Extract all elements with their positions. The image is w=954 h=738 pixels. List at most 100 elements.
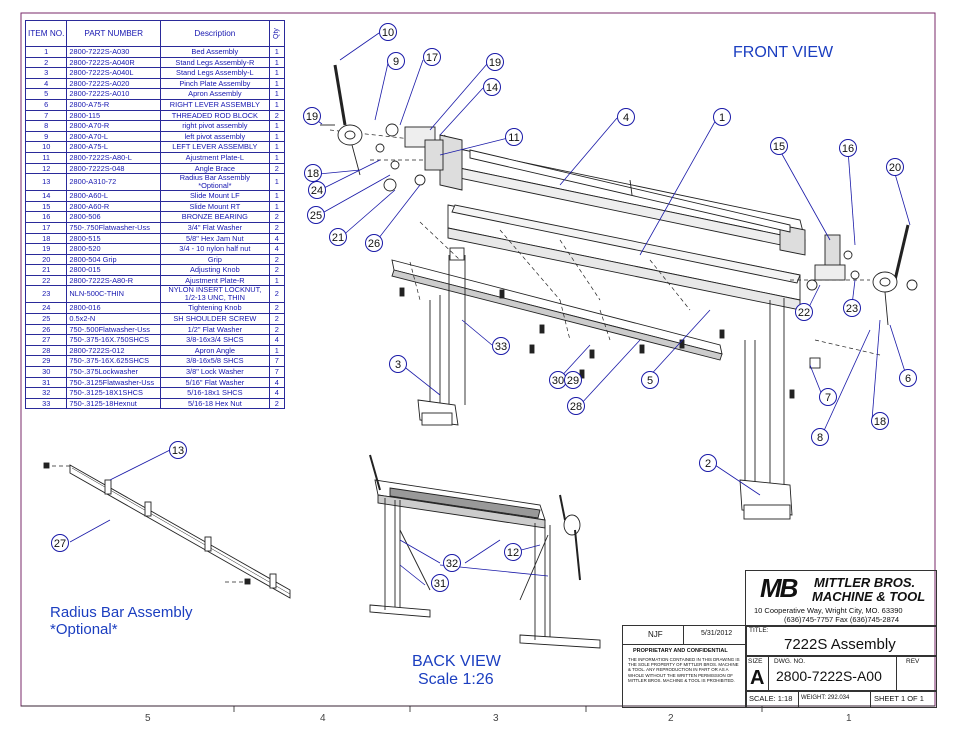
bom-description: 3/4" Flat Washer [160,221,270,234]
balloon-number: 1 [719,112,725,124]
bom-part-number: 2800-520 [66,243,161,255]
bom-description: 5/16-18x1 SHCS [160,387,270,399]
bom-part-number: 2800-A75-R [66,98,161,111]
item-balloon: 28 [567,397,585,415]
bom-qty: 2 [268,302,286,315]
bom-part-number: 2800-015 [66,264,161,276]
bom-item-no: 12 [24,162,68,175]
balloon-number: 10 [382,27,394,39]
bom-description: Stand Legs Assembly-R [160,56,270,69]
bom-part-number: NLN-500C-THIN [66,285,161,304]
bom-part-number: 750-.375-16X.625SHCS [66,355,161,368]
title-box: TITLE: 7222S Assembly [745,625,937,657]
bom-description: Ajustment Plate-L [160,151,270,164]
bom-qty: 1 [268,274,286,287]
bom-item-no: 1 [24,46,68,58]
bom-item-no: 4 [24,77,68,90]
balloon-number: 33 [495,341,507,353]
bom-qty: 1 [268,173,286,192]
item-balloon: 6 [899,369,917,387]
balloon-number: 15 [773,141,785,153]
item-balloon: 31 [431,574,449,592]
bom-description: Slide Mount LF [160,190,270,202]
bom-item-no: 13 [24,173,68,192]
bom-qty: 1 [268,200,286,213]
zone-label-3: 3 [493,713,499,724]
bom-part-number: 2800-115 [66,109,161,122]
balloon-number: 8 [817,432,823,444]
bom-item-no: 20 [24,253,68,266]
bom-qty: 4 [268,376,286,389]
balloon-number: 26 [368,238,380,250]
bom-qty: 2 [268,162,286,175]
dwg-no-label: DWG. NO. [774,658,806,665]
balloon-number: 17 [426,52,438,64]
bom-item-no: 16 [24,211,68,223]
bom-qty: 2 [268,285,286,304]
bom-description: Tightening Knob [160,302,270,315]
bom-header-desc: Description [160,20,270,47]
bom-item-no: 15 [24,200,68,213]
bom-item-no: 11 [24,151,68,164]
item-balloon: 11 [505,128,523,146]
bom-description: SH SHOULDER SCREW [160,313,270,325]
bom-qty: 1 [268,98,286,111]
bom-qty: 1 [268,56,286,69]
bom-item-no: 22 [24,274,68,287]
item-balloon: 15 [770,137,788,155]
company-phone: (636)745-7757 Fax (636)745-2874 [784,615,900,624]
item-balloon: 22 [795,303,813,321]
bom-qty: 2 [268,221,286,234]
bom-description: Slide Mount RT [160,200,270,213]
bom-qty: 2 [268,109,286,122]
item-balloon: 8 [811,428,829,446]
bom-qty: 1 [268,120,286,132]
item-balloon: 12 [504,543,522,561]
item-balloon: 10 [379,23,397,41]
item-balloon: 9 [387,52,405,70]
bom-part-number: 2800-7222S-A80-R [66,274,161,287]
bom-part-number: 750-.750Flatwasher-Uss [66,221,161,234]
bom-item-no: 3 [24,67,68,79]
bom-part-number: 750-.500Flatwasher-Uss [66,323,161,336]
bom-part-number: 750-.3125-18X1SHCS [66,387,161,399]
scale-box: SCALE: 1:18 WEIGHT: 292.034 SHEET 1 OF 1 [745,690,937,708]
item-balloon: 21 [329,228,347,246]
balloon-number: 3 [395,359,401,371]
bom-description: 3/4 - 10 nylon half nut [160,243,270,255]
drawing-title: 7222S Assembly [784,636,896,653]
item-balloon: 5 [641,371,659,389]
item-balloon: 13 [169,441,187,459]
item-balloon: 14 [483,78,501,96]
bom-qty: 1 [268,151,286,164]
item-balloon: 30 [549,371,567,389]
bom-part-number: 750-.375Lockwasher [66,366,161,378]
company-name-line2: MACHINE & TOOL [812,589,926,604]
drawn-by: NJF [648,630,663,639]
item-balloon: 19 [486,53,504,71]
bom-item-no: 17 [24,221,68,234]
bom-description: 1/2" Flat Washer [160,323,270,336]
bom-qty: 1 [268,77,286,90]
bom-item-no: 8 [24,120,68,132]
bom-part-number: 2800-515 [66,232,161,245]
front-view-drawing [320,64,918,520]
item-balloon: 25 [307,206,325,224]
balloon-number: 18 [874,416,886,428]
item-balloon: 27 [51,534,69,552]
bom-description: Adjusting Knob [160,264,270,276]
bom-part-number: 0.5x2-N [66,313,161,325]
